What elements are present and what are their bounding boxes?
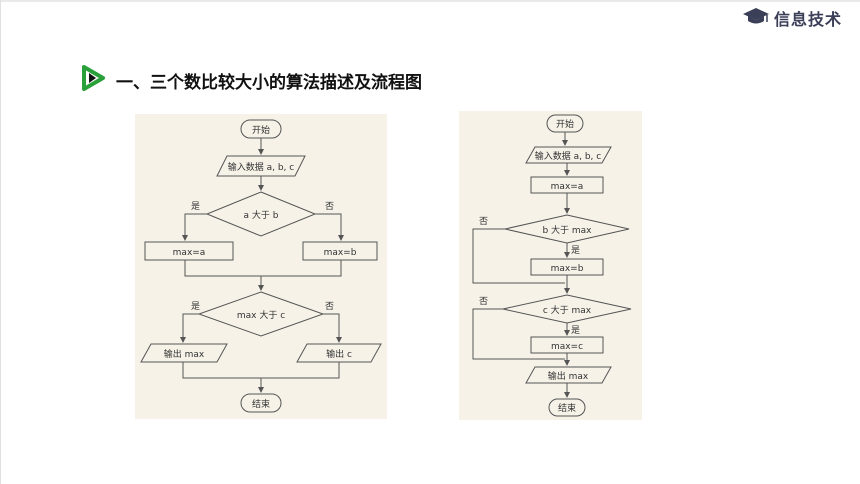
assign-a-label: max=a [173, 248, 206, 258]
no-label-1: 否 [479, 216, 488, 227]
input-label: 输入数据 a, b, c [228, 161, 295, 173]
start-label: 开始 [556, 118, 574, 130]
no-label-1: 否 [325, 201, 334, 212]
end-label: 结束 [558, 402, 576, 414]
left-edge [0, 0, 1, 484]
output-max-parallelogram [140, 343, 228, 363]
decision-2-label: max 大于 c [237, 309, 285, 321]
play-arrow-icon [80, 64, 106, 96]
yes-label-2: 是 [571, 325, 580, 336]
brand: 信息技术 [742, 6, 842, 30]
input-parallelogram [525, 146, 612, 164]
no-label-2: 否 [479, 296, 488, 307]
output-parallelogram [525, 366, 612, 384]
page-title: 一、三个数比较大小的算法描述及流程图 [116, 72, 422, 93]
input-label: 输入数据 a, b, c [535, 150, 602, 162]
decision-2-label: c 大于 max [543, 304, 592, 316]
section-heading: 一、三个数比较大小的算法描述及流程图 [80, 64, 422, 96]
end-terminal [240, 393, 282, 413]
start-label: 开始 [252, 124, 270, 136]
decision-1-label: b 大于 max [542, 224, 592, 236]
graduation-cap-icon [742, 6, 770, 30]
input-parallelogram [216, 155, 306, 177]
assign-b-label: max=b [324, 248, 357, 258]
no-label-2: 否 [325, 301, 334, 312]
assign-a-label: max=a [551, 182, 584, 192]
assign-c-label: max=c [551, 342, 583, 352]
assign-a-box [144, 241, 234, 261]
output-c-label: 输出 c [326, 348, 352, 360]
yes-label-1: 是 [571, 245, 580, 256]
flowchart-left: 开始 输入数据 a, b, c a 大于 b 是 否 max=a max=b m… [135, 114, 387, 419]
assign-b-label: max=b [551, 264, 584, 274]
end-terminal [548, 398, 586, 417]
decision-2 [197, 291, 325, 337]
end-label: 结束 [252, 398, 270, 410]
decision-1-label: a 大于 b [244, 209, 279, 221]
output-c-parallelogram [296, 343, 382, 363]
assign-b-box [302, 241, 378, 261]
output-label: 输出 max [548, 370, 589, 382]
top-divider [0, 0, 860, 2]
yes-label-1: 是 [191, 201, 200, 212]
output-max-label: 输出 max [164, 348, 205, 360]
yes-label-2: 是 [191, 301, 200, 312]
decision-1 [205, 191, 317, 237]
flowchart-right: 开始 输入数据 a, b, c max=a b 大于 max 否 是 max=b… [459, 111, 642, 420]
brand-label: 信息技术 [773, 10, 842, 29]
